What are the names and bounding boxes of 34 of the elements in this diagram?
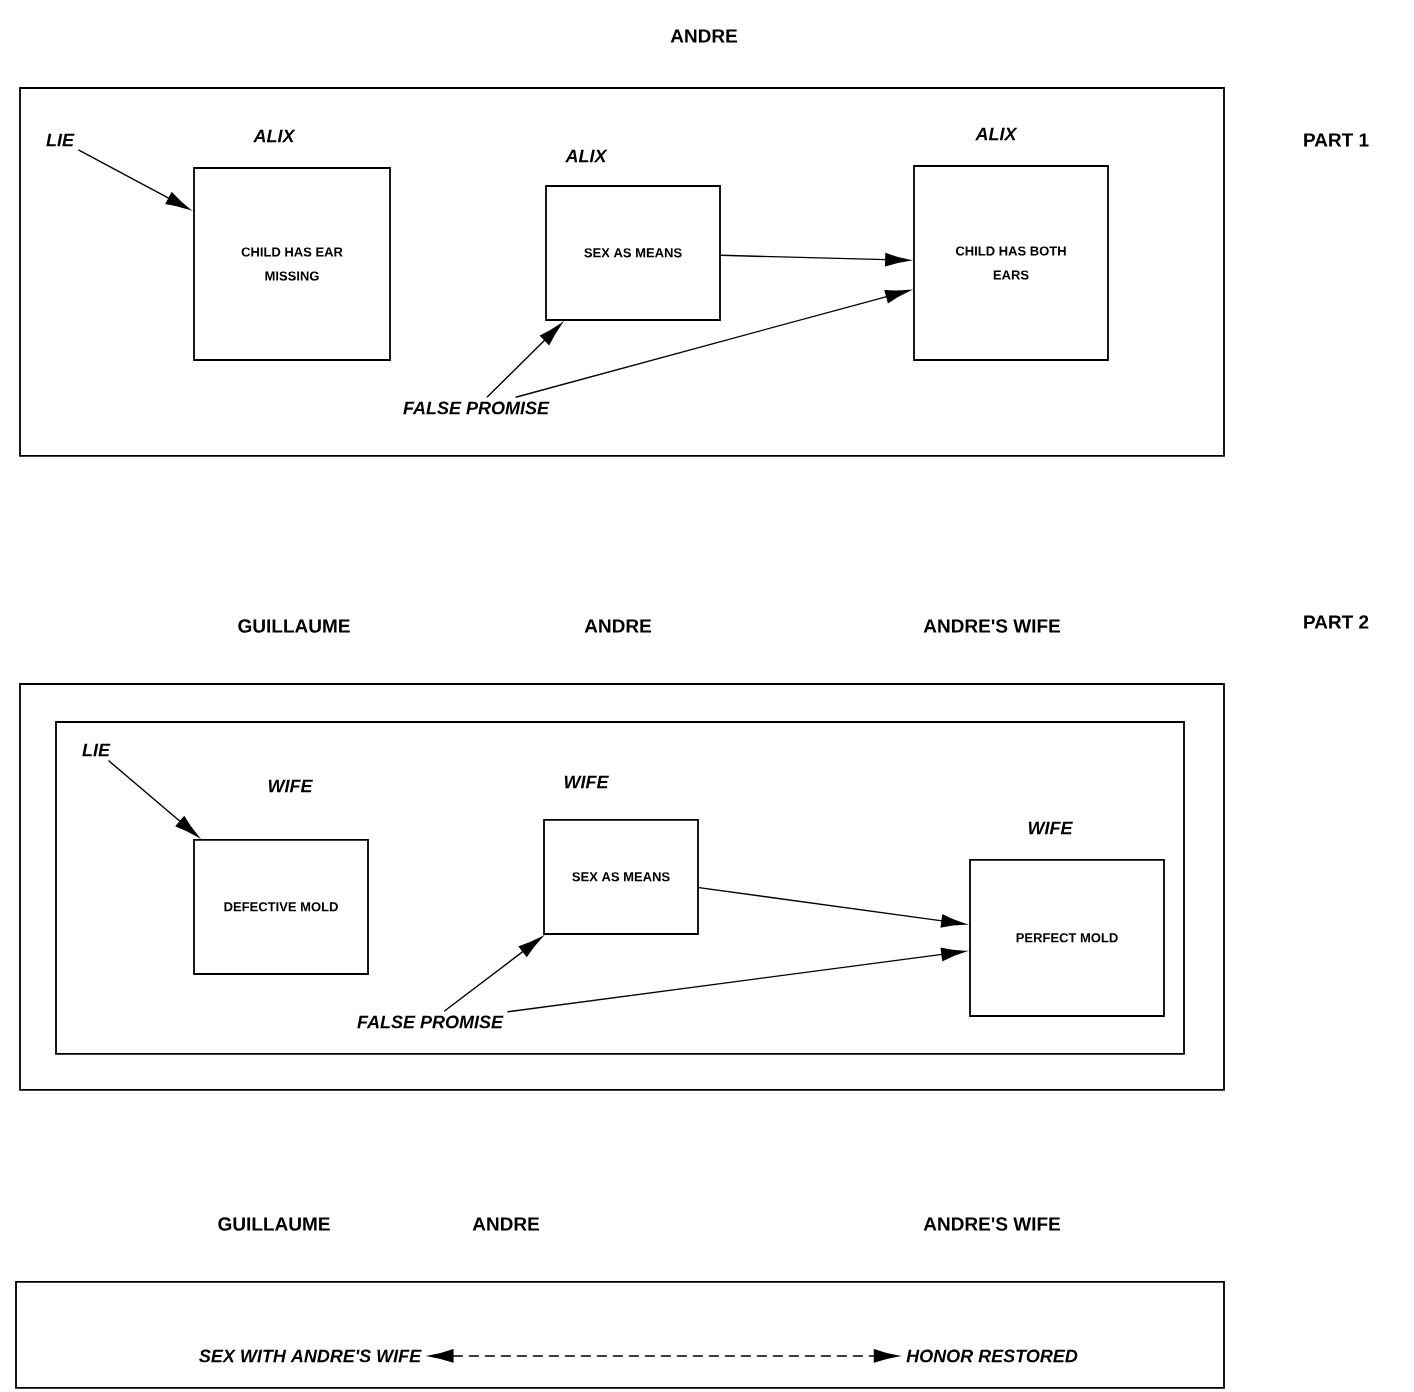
frame-box [15, 1281, 1225, 1389]
box-heading: ALIX [253, 129, 296, 143]
heading: GUILLAUME [218, 1217, 330, 1231]
frame-box [19, 683, 1225, 1091]
node-text: LIE [46, 133, 75, 147]
arrow [486, 323, 562, 398]
heading: ANDRE [584, 619, 652, 633]
box-heading: WIFE [564, 775, 609, 789]
heading: ANDRE [670, 29, 738, 43]
heading: ANDRE'S WIFE [923, 619, 1060, 633]
box-heading: ALIX [975, 127, 1018, 141]
node-text: FALSE PROMISE [357, 1015, 504, 1029]
box-heading: WIFE [1028, 821, 1073, 835]
node-text: FALSE PROMISE [403, 401, 550, 415]
arrow [443, 936, 543, 1012]
node-text: SEX WITH ANDRE'S WIFE [199, 1349, 422, 1363]
node-text: LIE [82, 743, 111, 757]
box-heading: ALIX [565, 149, 608, 163]
box-heading: WIFE [268, 779, 313, 793]
frame-box [55, 721, 1185, 1055]
arrow [515, 289, 910, 398]
arrow [429, 1349, 899, 1363]
heading: GUILLAUME [238, 619, 350, 633]
arrow [77, 149, 191, 210]
frame-box [19, 87, 1225, 457]
heading: PART 2 [1304, 615, 1369, 629]
heading: ANDRE [472, 1217, 540, 1231]
arrow [720, 253, 910, 267]
node-text: HONOR RESTORED [906, 1349, 1078, 1363]
arrow [506, 947, 966, 1013]
heading: ANDRE'S WIFE [923, 1217, 1060, 1231]
heading: PART 1 [1304, 133, 1369, 147]
arrow [698, 886, 966, 928]
arrow [107, 759, 199, 838]
